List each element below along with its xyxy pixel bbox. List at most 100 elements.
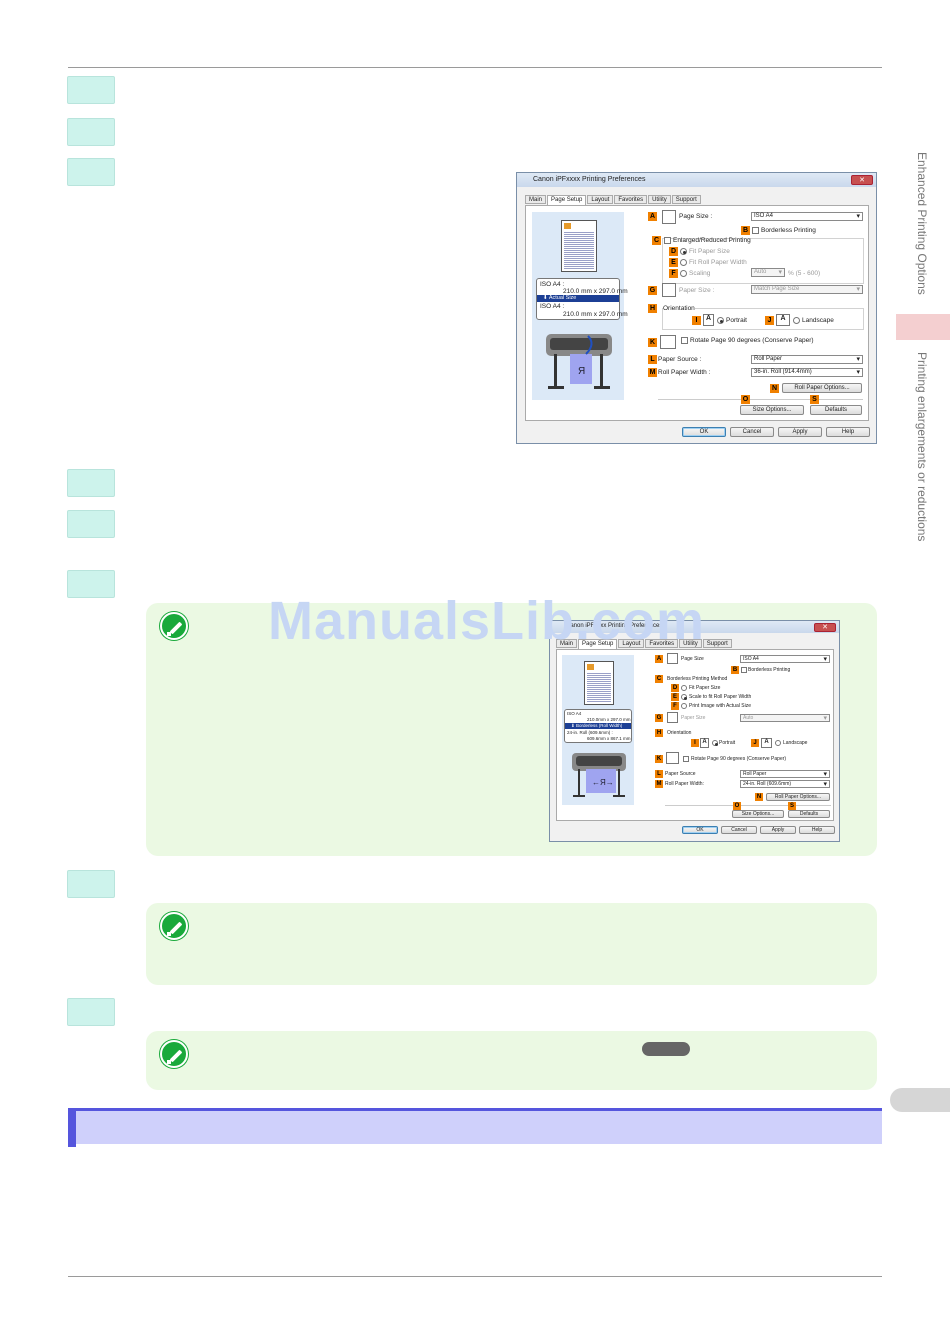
roll-width-select[interactable]: 36-in. Roll (914.4mm) <box>751 368 863 377</box>
tab-layout[interactable]: Layout <box>618 639 645 648</box>
down-arrow-icon: ⬇ <box>571 723 577 728</box>
enlarged-checkbox[interactable] <box>664 237 671 244</box>
apply-button[interactable]: Apply <box>778 427 822 437</box>
fit-roll-radio[interactable] <box>680 259 687 266</box>
fit-paper-radio[interactable] <box>681 685 687 691</box>
dialog-titlebar: Canon iPFxxxx Printing Preferences <box>517 173 876 187</box>
rotate-checkbox[interactable] <box>681 337 688 344</box>
label-l: L <box>648 355 657 364</box>
sidebar-index-tab[interactable] <box>890 1088 950 1112</box>
printer-illustration-icon: ←Я→ <box>572 753 626 797</box>
portrait-label: Portrait <box>726 317 747 324</box>
paper-source-select[interactable]: Roll Paper <box>740 770 830 778</box>
cancel-button[interactable]: Cancel <box>721 826 757 834</box>
down-arrow-icon: ⬇ <box>543 295 549 301</box>
portrait-icon: A <box>700 738 709 748</box>
close-icon[interactable]: ✕ <box>851 175 873 185</box>
label-c: C <box>655 675 663 683</box>
size-options-button[interactable]: Size Options... <box>732 810 784 818</box>
watermark: ManualsLib.com <box>268 591 706 651</box>
printing-preferences-dialog-borderless[interactable]: Canon iPFxxxx Printing Preferences ✕ Mai… <box>549 620 840 842</box>
label-s: S <box>788 802 796 810</box>
label-j: J <box>765 316 774 325</box>
printing-preferences-dialog[interactable]: Canon iPFxxxx Printing Preferences ✕ Mai… <box>516 172 877 444</box>
portrait-radio[interactable] <box>717 317 724 324</box>
print-actual-radio[interactable] <box>681 703 687 709</box>
page-size-select[interactable]: ISO A4 <box>751 212 863 221</box>
step-marker-8 <box>67 998 115 1026</box>
document-preview-icon <box>561 220 597 272</box>
landscape-radio[interactable] <box>775 740 781 746</box>
landscape-icon: A <box>776 314 790 326</box>
tab-favorites[interactable]: Favorites <box>645 639 679 648</box>
paper-size-label: Paper Size <box>681 715 706 721</box>
step-marker-5 <box>67 510 115 538</box>
roll-paper-options-button[interactable]: Roll Paper Options... <box>782 383 862 393</box>
label-i: I <box>692 316 701 325</box>
portrait-icon: A <box>703 314 714 326</box>
sidebar-chapter-label[interactable]: Enhanced Printing Options <box>915 152 929 295</box>
step-marker-6 <box>67 570 115 598</box>
orientation-label: Orientation <box>667 730 692 736</box>
label-n: N <box>770 384 779 393</box>
paper-size-select[interactable]: Match Page Size <box>751 285 863 294</box>
tab-support[interactable]: Support <box>702 639 732 648</box>
tab-support[interactable]: Support <box>671 195 701 204</box>
page-size-select[interactable]: ISO A4 <box>740 655 830 663</box>
scaling-radio[interactable] <box>680 270 687 277</box>
page-size-label: Page Size <box>681 656 704 662</box>
paper-size-select[interactable]: Auto <box>740 714 830 722</box>
tab-layout[interactable]: Layout <box>587 195 614 204</box>
rotate-checkbox[interactable] <box>683 756 689 762</box>
landscape-radio[interactable] <box>793 317 800 324</box>
orientation-label: Orientation <box>663 305 695 312</box>
svg-text:Я: Я <box>578 366 585 377</box>
landscape-label: Landscape <box>802 317 834 324</box>
label-b: B <box>741 226 750 235</box>
label-b: B <box>731 666 739 674</box>
print-actual-label: Print Image with Actual Size <box>689 703 751 709</box>
cancel-button[interactable]: Cancel <box>730 427 774 437</box>
borderless-checkbox[interactable] <box>752 227 759 234</box>
help-button[interactable]: Help <box>799 826 835 834</box>
tab-utility[interactable]: Utility <box>679 639 702 648</box>
label-g: G <box>648 286 657 295</box>
sidebar-section-label[interactable]: Printing enlargements or reductions <box>915 352 929 542</box>
tab-main[interactable]: Main <box>556 639 578 648</box>
page-size-icon <box>667 653 678 664</box>
label-c: C <box>652 236 661 245</box>
tab-utility[interactable]: Utility <box>648 195 671 204</box>
method-label: Borderless Printing Method <box>667 676 728 682</box>
apply-button[interactable]: Apply <box>760 826 796 834</box>
label-o: O <box>741 395 750 404</box>
tab-main[interactable]: Main <box>525 195 547 204</box>
roll-width-select[interactable]: 24-in. Roll (609.6mm) <box>740 780 830 788</box>
sidebar-active-tab[interactable] <box>896 314 950 340</box>
step-marker-1 <box>67 76 115 104</box>
portrait-radio[interactable] <box>712 740 718 746</box>
scale-roll-radio[interactable] <box>681 694 687 700</box>
orientation-group <box>662 308 864 330</box>
defaults-button[interactable]: Defaults <box>788 810 830 818</box>
scaling-input[interactable]: Auto <box>751 268 785 277</box>
label-j: J <box>751 739 759 747</box>
defaults-button[interactable]: Defaults <box>810 405 862 415</box>
fit-paper-radio[interactable] <box>680 248 687 255</box>
size-options-button[interactable]: Size Options... <box>740 405 804 415</box>
step-marker-7 <box>67 870 115 898</box>
close-icon[interactable]: ✕ <box>814 623 836 632</box>
step-marker-4 <box>67 469 115 497</box>
help-button[interactable]: Help <box>826 427 870 437</box>
label-d: D <box>671 684 679 692</box>
rotate-page-icon <box>666 752 679 764</box>
roll-paper-options-button[interactable]: Roll Paper Options... <box>766 793 830 801</box>
ok-button[interactable]: OK <box>682 826 718 834</box>
label-m: M <box>648 368 657 377</box>
tab-favorites[interactable]: Favorites <box>614 195 648 204</box>
borderless-checkbox[interactable] <box>741 667 747 673</box>
ok-button[interactable]: OK <box>682 427 726 437</box>
paper-source-select[interactable]: Roll Paper <box>751 355 863 364</box>
fit-paper-label: Fit Paper Size <box>689 685 721 691</box>
fit-roll-label: Fit Roll Paper Width <box>689 259 747 266</box>
pencil-note-icon <box>160 612 188 640</box>
